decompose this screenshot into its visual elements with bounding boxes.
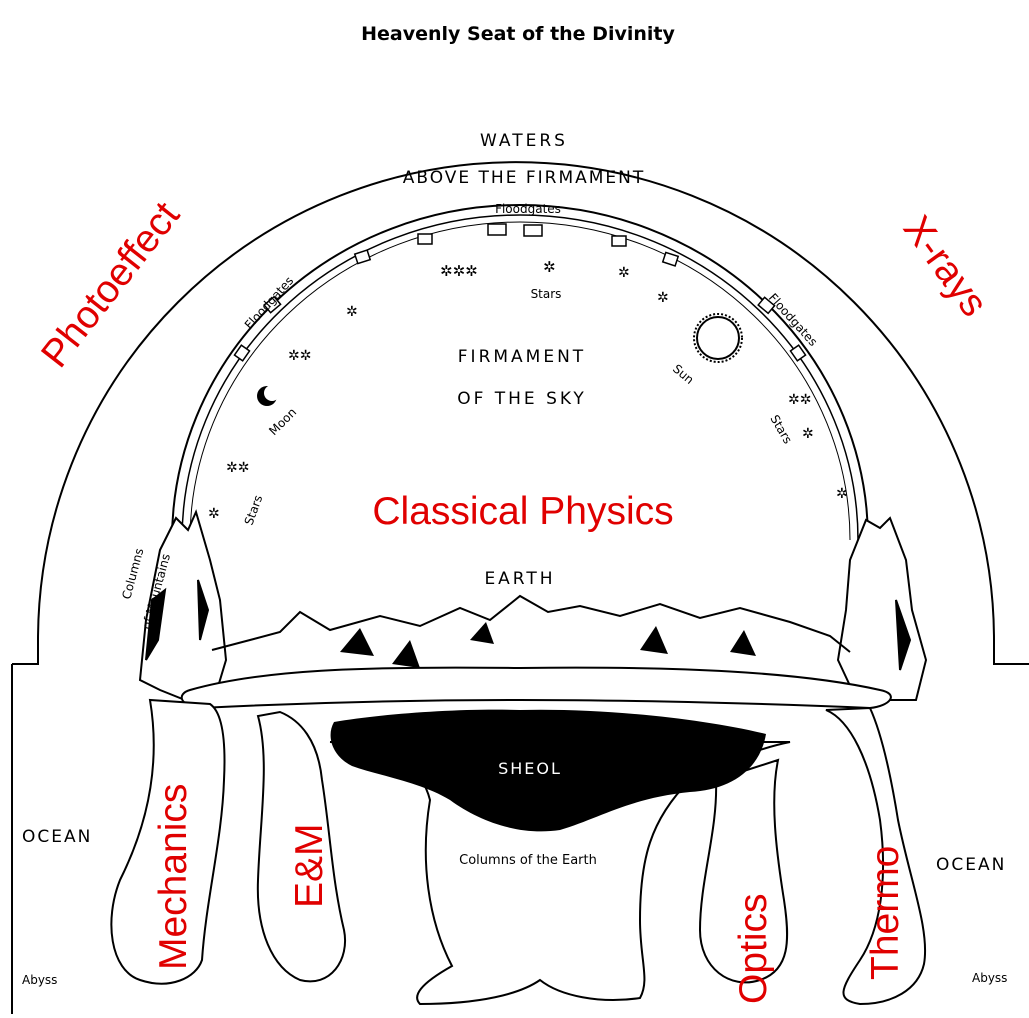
stars-right-label: Stars: [767, 413, 795, 447]
abyss-right-label: Abyss: [972, 971, 1007, 985]
svg-text:✲: ✲: [346, 304, 358, 320]
stars-top-label: Stars: [531, 287, 562, 301]
abyss-left-label: Abyss: [22, 973, 57, 987]
overlay-xrays: X-rays: [895, 208, 996, 324]
ocean-right-label: OCEAN: [936, 855, 1006, 875]
overlay-optics: Optics: [732, 893, 775, 1004]
earth-disc: [182, 668, 891, 708]
mountain-column-right: [838, 518, 926, 700]
moon-label: Moon: [266, 405, 299, 438]
svg-text:✲✲: ✲✲: [226, 460, 249, 476]
svg-text:✲✲✲: ✲✲✲: [440, 262, 478, 280]
moon-icon: [257, 385, 280, 406]
sun-icon: [694, 314, 742, 362]
sheol-label: SHEOL: [498, 759, 562, 778]
svg-text:✲✲: ✲✲: [788, 392, 811, 408]
overlay-photoeffect: Photoeffect: [33, 194, 188, 376]
svg-text:✲: ✲: [657, 290, 669, 306]
svg-text:✲: ✲: [802, 426, 814, 442]
columns-of-mountains-label-1: Columns: [119, 547, 146, 601]
stars-left-label: Stars: [242, 493, 266, 527]
waters-label: WATERS: [480, 131, 568, 151]
svg-text:✲: ✲: [543, 258, 556, 276]
floodgates-right-label: Floodgates: [766, 291, 820, 349]
ocean-left-label: OCEAN: [22, 827, 92, 847]
mountain-shading: [340, 622, 756, 668]
svg-text:✲: ✲: [618, 265, 630, 281]
floodgates-top-label: Floodgates: [495, 202, 561, 216]
overlay-classical-physics: Classical Physics: [372, 490, 673, 533]
svg-text:✲✲: ✲✲: [288, 348, 311, 364]
diagram-title: Heavenly Seat of the Divinity: [361, 23, 675, 45]
columns-of-earth-label: Columns of the Earth: [459, 853, 597, 868]
svg-text:✲: ✲: [836, 486, 848, 502]
sun-label: Sun: [670, 362, 696, 387]
earth-mountains: [212, 596, 850, 652]
earth-label: EARTH: [484, 569, 555, 589]
firmament-label: FIRMAMENT: [458, 347, 586, 367]
overlay-thermo: Thermo: [864, 846, 907, 980]
overlay-mechanics: Mechanics: [152, 784, 195, 970]
of-the-sky-label: OF THE SKY: [457, 389, 587, 409]
above-firmament-label: ABOVE THE FIRMAMENT: [403, 168, 646, 188]
overlay-em: E&M: [288, 823, 331, 908]
svg-text:✲: ✲: [208, 506, 220, 522]
